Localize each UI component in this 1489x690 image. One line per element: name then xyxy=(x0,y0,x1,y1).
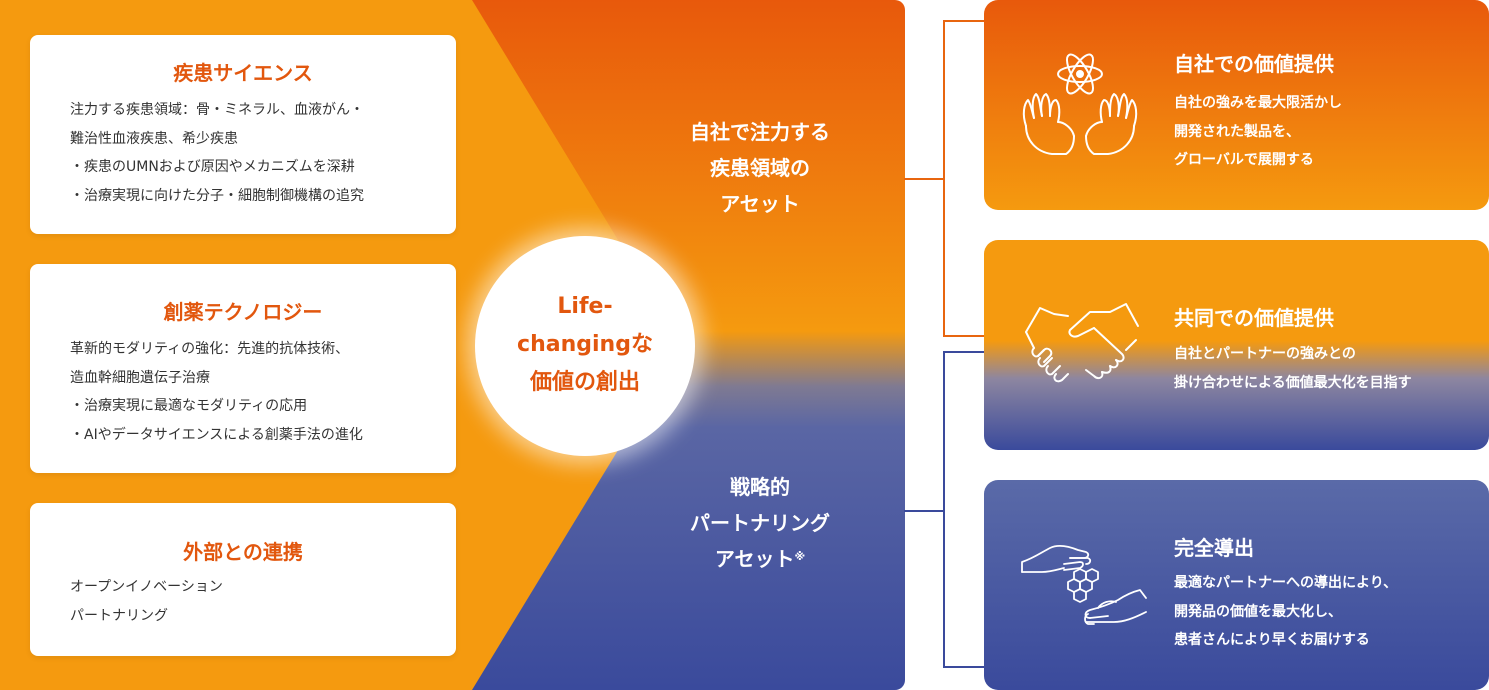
box-line: 自社とパートナーの強みとの xyxy=(1174,346,1356,362)
center-line: 価値の創出 xyxy=(529,370,640,395)
asset-line: 戦略的 xyxy=(730,475,790,499)
card-title: 創薬テクノロジー xyxy=(163,300,323,324)
connector-brackets xyxy=(904,20,984,668)
card-line: 造血幹細胞遺伝子治療 xyxy=(70,369,210,386)
hand-molecule-icon xyxy=(1021,544,1147,625)
box-line: 自社の強みを最大限活かし xyxy=(1174,95,1342,111)
box-desc: 自社とパートナーの強みとの 掛け合わせによる価値最大化を目指す xyxy=(1174,340,1412,397)
hands-atom-icon xyxy=(1022,53,1138,155)
box-out-licensing: 完全導出 最適なパートナーへの導出により、 開発品の価値を最大化し、 患者さんに… xyxy=(984,480,1489,690)
card-title: 外部との連携 xyxy=(183,540,303,564)
asset-line: パートナリング xyxy=(690,511,830,535)
card-line: ・治療実現に最適なモダリティの応用 xyxy=(70,398,308,414)
box-joint-value: 共同での価値提供 自社とパートナーの強みとの 掛け合わせによる価値最大化を目指す xyxy=(984,240,1489,450)
footnote-mark: ※ xyxy=(794,550,806,563)
card-line: ・治療実現に向けた分子・細胞制御機構の追究 xyxy=(70,187,364,204)
box-in-house-value: 自社での価値提供 自社の強みを最大限活かし 開発された製品を、 グローバルで展開… xyxy=(984,0,1489,210)
focus-bracket xyxy=(943,20,984,337)
center-line: changingな xyxy=(517,332,653,357)
card-body: オープンイノベーション パートナリング xyxy=(70,573,446,630)
card-line: 難治性血液疾患、希少疾患 xyxy=(70,130,238,147)
box-desc: 自社の強みを最大限活かし 開発された製品を、 グローバルで展開する xyxy=(1174,89,1342,175)
card-line: パートナリング xyxy=(70,607,168,624)
asset-line: アセット xyxy=(720,192,800,216)
box-title: 自社での価値提供 xyxy=(1174,52,1334,76)
card-drug-technology: 創薬テクノロジー 革新的モダリティの強化：先進的抗体技術、 造血幹細胞遺伝子治療… xyxy=(30,264,456,473)
card-line: ・疾患のUMNおよび原因やメカニズムを深耕 xyxy=(70,159,355,175)
card-external-collaboration: 外部との連携 オープンイノベーション パートナリング xyxy=(30,503,456,656)
handshake-icon xyxy=(1025,303,1139,383)
card-line: 革新的モダリティの強化：先進的抗体技術、 xyxy=(70,341,350,357)
card-body: 注力する疾患領域：骨・ミネラル、血液がん・ 難治性血液疾患、希少疾患 ・疾患のU… xyxy=(70,96,446,210)
asset-line: 自社で注力する xyxy=(690,120,830,144)
partnering-asset-label: 戦略的 パートナリング アセット※ xyxy=(640,469,880,577)
center-circle: Life- changingな 価値の創出 xyxy=(475,236,695,456)
card-line: ・AIやデータサイエンスによる創薬手法の進化 xyxy=(70,426,363,443)
box-line: 最適なパートナーへの導出により、 xyxy=(1174,575,1398,591)
box-title: 完全導出 xyxy=(1174,536,1254,560)
box-title: 共同での価値提供 xyxy=(1174,306,1334,330)
center-line: Life- xyxy=(557,294,613,319)
box-line: 患者さんにより早くお届けする xyxy=(1174,632,1370,648)
asset-line: アセット※ xyxy=(640,541,880,577)
partnering-bracket xyxy=(943,351,984,668)
box-line: 開発された製品を、 xyxy=(1174,123,1300,140)
asset-line-text: アセット xyxy=(714,547,795,571)
card-line: オープンイノベーション xyxy=(70,579,223,595)
asset-line: 疾患領域の xyxy=(710,156,810,180)
box-line: 開発品の価値を最大化し、 xyxy=(1174,603,1342,620)
box-line: 掛け合わせによる価値最大化を目指す xyxy=(1174,374,1412,391)
card-disease-science: 疾患サイエンス 注力する疾患領域：骨・ミネラル、血液がん・ 難治性血液疾患、希少… xyxy=(30,35,456,234)
center-text: Life- changingな 価値の創出 xyxy=(475,288,695,402)
card-title: 疾患サイエンス xyxy=(173,61,313,85)
card-body: 革新的モダリティの強化：先進的抗体技術、 造血幹細胞遺伝子治療 ・治療実現に最適… xyxy=(70,335,446,449)
left-panel: 疾患サイエンス 注力する疾患領域：骨・ミネラル、血液がん・ 難治性血液疾患、希少… xyxy=(0,0,905,690)
focus-asset-label: 自社で注力する 疾患領域の アセット xyxy=(640,114,880,222)
card-line: 注力する疾患領域：骨・ミネラル、血液がん・ xyxy=(70,102,364,118)
box-line: グローバルで展開する xyxy=(1174,152,1314,168)
box-desc: 最適なパートナーへの導出により、 開発品の価値を最大化し、 患者さんにより早くお… xyxy=(1174,569,1397,655)
